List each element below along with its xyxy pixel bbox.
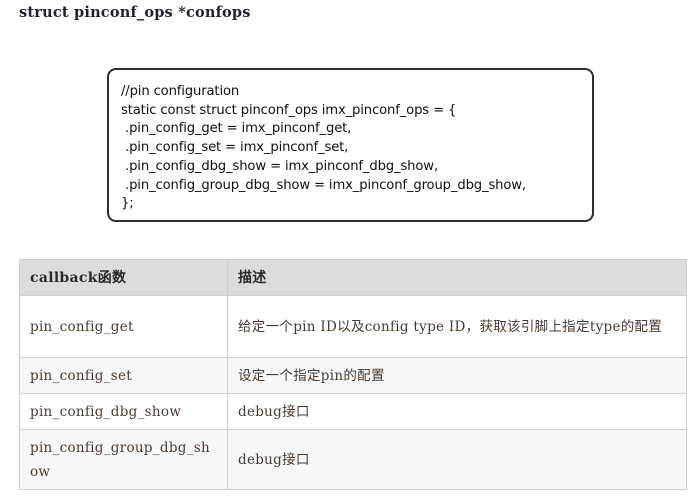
table-row: pin_config_get 给定一个pin ID以及config type I… <box>19 295 687 358</box>
description-cell: 给定一个pin ID以及config type ID，获取该引脚上指定type的… <box>227 295 687 358</box>
callback-table: callback函数 描述 pin_config_get 给定一个pin ID以… <box>19 259 687 490</box>
section-heading: struct pinconf_ops *confops <box>19 4 251 21</box>
code-line: .pin_config_get = imx_pinconf_get, <box>121 121 352 137</box>
callback-name-cell: pin_config_group_dbg_show <box>19 429 228 490</box>
description-cell: debug接口 <box>227 429 687 490</box>
code-line: .pin_config_group_dbg_show = imx_pinconf… <box>121 177 526 193</box>
code-line: }; <box>121 196 134 212</box>
callback-name-cell: pin_config_get <box>19 295 228 358</box>
code-block: //pin configuration static const struct … <box>107 68 594 222</box>
column-header-callback: callback函数 <box>19 259 228 296</box>
table-header-row: callback函数 描述 <box>19 259 687 296</box>
description-cell: debug接口 <box>227 393 687 430</box>
callback-name-cell: pin_config_set <box>19 357 228 394</box>
column-header-description: 描述 <box>227 259 687 296</box>
callback-name-cell: pin_config_dbg_show <box>19 393 228 430</box>
table-row: pin_config_set 设定一个指定pin的配置 <box>19 357 687 394</box>
code-line: .pin_config_dbg_show = imx_pinconf_dbg_s… <box>121 158 438 174</box>
code-line: //pin configuration <box>121 84 240 99</box>
table-row: pin_config_dbg_show debug接口 <box>19 393 687 430</box>
description-cell: 设定一个指定pin的配置 <box>227 357 687 394</box>
code-line: .pin_config_set = imx_pinconf_set, <box>121 140 349 156</box>
table-row: pin_config_group_dbg_show debug接口 <box>19 429 687 490</box>
code-line: static const struct pinconf_ops imx_pinc… <box>121 102 457 118</box>
